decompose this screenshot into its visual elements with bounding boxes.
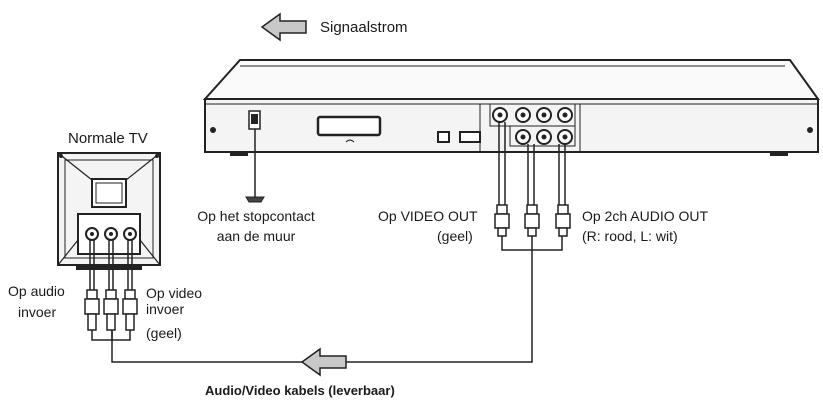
dvd-player <box>202 59 820 156</box>
normal-tv <box>57 152 161 270</box>
cable-signal-arrow-icon <box>300 347 347 377</box>
audio-in-label-line1: Op audio <box>8 283 65 299</box>
tv-cables <box>89 240 133 341</box>
audio-in-label-line2: invoer <box>18 304 57 320</box>
hdmi-port <box>459 131 481 143</box>
wall-outlet-label-line2: aan de muur <box>216 228 296 244</box>
video-in-label-line3: (geel) <box>146 325 182 341</box>
audio-out-label-line1: Op 2ch AUDIO OUT <box>582 208 709 224</box>
video-out-label-line1: Op VIDEO OUT <box>378 208 478 224</box>
vent-slot <box>316 115 382 137</box>
video-in-label-line2: invoer <box>146 301 185 317</box>
video-out-label-line2: (geel) <box>437 228 473 244</box>
video-in-label-line1: Op video <box>146 285 203 301</box>
normal-tv-label: Normale TV <box>68 130 148 147</box>
player-rca-plugs <box>494 204 571 237</box>
signal-flow-arrow-icon <box>260 12 307 42</box>
tv-rca-plugs <box>84 289 138 331</box>
audio-out-label-line2: (R: rood, L: wit) <box>582 228 678 244</box>
power-cord <box>245 129 265 203</box>
signal-flow-label: Signaalstrom <box>320 19 408 36</box>
cables-caption: Audio/Video kabels (leverbaar) <box>205 383 395 398</box>
wall-outlet-label-line1: Op het stopcontact <box>197 208 315 224</box>
